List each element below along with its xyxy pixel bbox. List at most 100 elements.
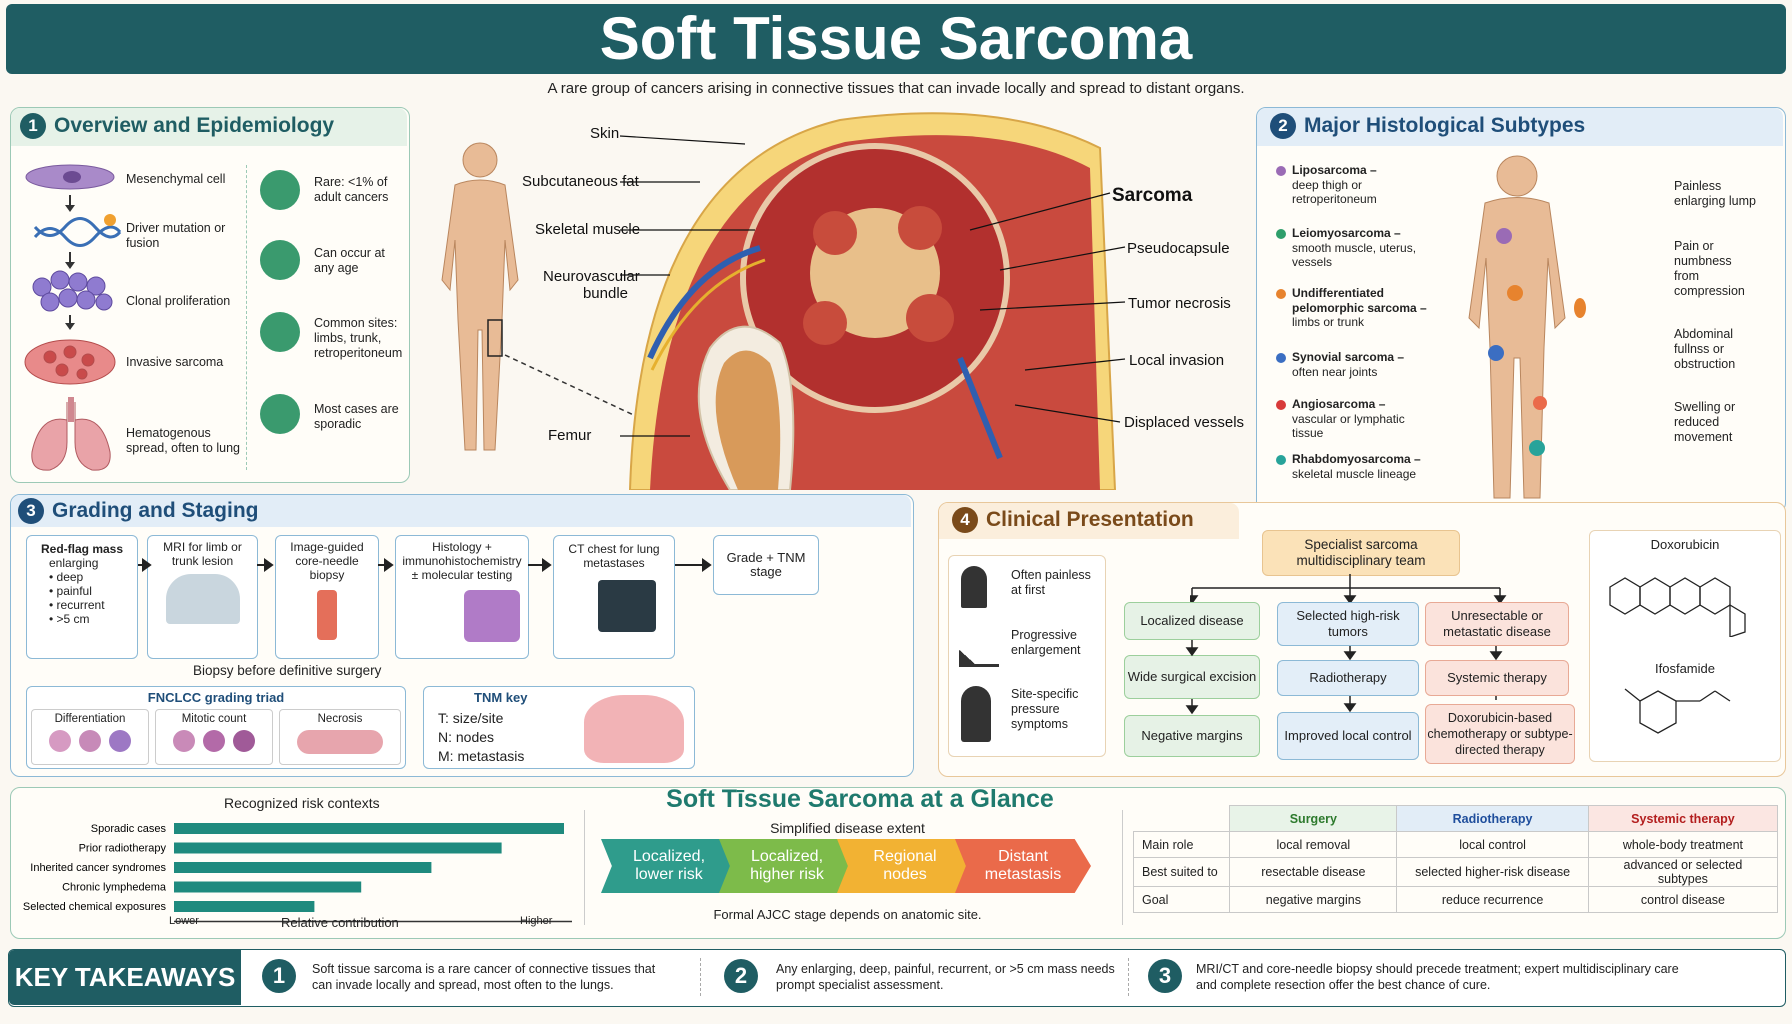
grading-title: 3 Grading and Staging xyxy=(18,498,259,524)
clinical-symptoms-box: Often painless at first Progressive enla… xyxy=(948,555,1106,757)
risk-axis-low: Lower xyxy=(169,915,199,927)
subtype-item: Undifferentiated pelomorphic sarcoma –li… xyxy=(1276,286,1436,330)
symptom-abdominal-fullness: Abdominal fullnss or obstruction xyxy=(1674,327,1736,371)
anatomy-leader-lines xyxy=(620,135,1126,437)
symptom-painless-lump: Painless enlarging lump xyxy=(1674,179,1756,208)
page-subtitle: A rare group of cancers arising in conne… xyxy=(547,80,1245,97)
subtypes-title: 2 Major Histological Subtypes xyxy=(1270,113,1585,139)
section-number: 3 xyxy=(18,498,44,524)
person-standing-icon xyxy=(961,566,987,608)
subtype-description: smooth muscle, uterus, vessels xyxy=(1292,240,1417,270)
step-mri: MRI for limb or trunk lesion xyxy=(147,535,258,659)
subtype-item: Rhabdomyosarcoma –skeletal muscle lineag… xyxy=(1276,452,1436,481)
subtype-color-dot xyxy=(1276,400,1286,410)
biopsy-needle-icon xyxy=(317,590,337,640)
subtype-name: Angiosarcoma – xyxy=(1292,397,1386,411)
redflag-item: • recurrent xyxy=(49,598,105,612)
biopsy-note: Biopsy before definitive surgery xyxy=(193,663,382,678)
wide-excision-box: Wide surgical excision xyxy=(1124,655,1260,699)
table-cell: control disease xyxy=(1587,886,1779,913)
table-corner xyxy=(1134,806,1230,832)
table-cell: negative margins xyxy=(1229,886,1398,913)
label-local-invasion: Local invasion xyxy=(1129,352,1225,369)
localized-disease-box: Localized disease xyxy=(1124,602,1260,640)
redflag-box: Red-flag mass enlarging• deep• painful• … xyxy=(26,535,138,659)
takeaway-number: 1 xyxy=(262,959,296,993)
grading-flow-arrows xyxy=(138,558,712,572)
fact-rare: Rare: <1% of adult cancers xyxy=(314,175,389,204)
step-histology: Histology + immunohistochemistry ± molec… xyxy=(395,535,529,659)
lungs-icon xyxy=(584,695,684,763)
fact-any-age: Can occur at any age xyxy=(314,246,385,275)
takeaway-text: MRI/CT and core-needle biopsy should pre… xyxy=(1196,962,1679,992)
stage-chevron: Localized, higher risk xyxy=(719,839,855,893)
step-biopsy: Image-guided core-needle biopsy xyxy=(275,535,379,659)
thigh-cross-section-illustration xyxy=(628,112,1117,490)
high-risk-tumors-box: Selected high-risk tumors xyxy=(1277,602,1419,646)
person-icon xyxy=(260,240,300,280)
systemic-therapy-box: Systemic therapy xyxy=(1425,660,1569,696)
rhabdomyosarcoma-marker xyxy=(1529,440,1545,456)
label-sarcoma: Sarcoma xyxy=(1112,185,1193,206)
people-icon xyxy=(260,170,300,210)
triad-mitotic-label: Mitotic count xyxy=(181,713,247,725)
glance-note: Formal AJCC stage depends on anatomic si… xyxy=(713,907,982,922)
section-number: 2 xyxy=(1270,113,1296,139)
table-cell: whole-body treatment xyxy=(1587,831,1779,858)
subtype-item: Liposarcoma –deep thigh or retroperitone… xyxy=(1276,163,1436,207)
table-cell: resectable disease xyxy=(1229,857,1398,887)
table-cell: local removal xyxy=(1229,831,1398,858)
subtype-color-dot xyxy=(1276,289,1286,299)
triad-differentiation: Differentiation xyxy=(31,709,149,765)
synovial-marker xyxy=(1488,345,1504,361)
dna-icon xyxy=(33,217,122,247)
subtype-item: Leiomyosarcoma –smooth muscle, uterus, v… xyxy=(1276,226,1436,270)
subtypes-header-bg xyxy=(1257,108,1783,146)
label-neurovascular-bundle: Neurovascular bundle xyxy=(543,268,640,302)
risk-bar xyxy=(174,842,502,854)
overview-title: 1 Overview and Epidemiology xyxy=(20,113,334,139)
table-row: Best suited to resectable disease select… xyxy=(1132,857,1779,887)
table-cell: local control xyxy=(1396,831,1589,858)
subtype-item: Angiosarcoma –vascular or lymphatic tiss… xyxy=(1276,397,1436,441)
table-cell: advanced or selected subtypes xyxy=(1587,857,1779,887)
drug-structures-box: Doxorubicin Ifosfamide xyxy=(1589,530,1781,762)
symptom-swelling: Swelling or reduced movement xyxy=(1674,400,1736,444)
symptom-pain-numbness: Pain or numbness from compression xyxy=(1674,239,1745,298)
risk-bar xyxy=(174,901,315,912)
table-row: Goal negative margins reduce recurrence … xyxy=(1132,886,1779,913)
label-displaced-vessels: Displaced vessels xyxy=(1124,414,1245,431)
table-header-radiotherapy: Radiotherapy xyxy=(1396,805,1589,832)
ifosfamide-structure-icon xyxy=(1624,688,1731,734)
triad-panel: FNCLCC grading triad Differentiation Mit… xyxy=(26,686,406,769)
overview-header-bg xyxy=(11,108,407,146)
growth-chart-icon xyxy=(959,628,999,667)
glance-subtitle: Simplified disease extent xyxy=(770,820,925,836)
table-row-label: Main role xyxy=(1132,831,1231,858)
pathway-step-2: Driver mutation or fusion xyxy=(126,221,226,250)
section-number: 4 xyxy=(952,507,978,533)
clinical-symptom-3: Site-specific pressure symptoms xyxy=(1011,687,1079,731)
lungs-icon xyxy=(31,397,111,471)
risk-category-label: Chronic lymphedema xyxy=(62,882,167,894)
label-skin: Skin xyxy=(590,125,620,142)
takeaway-divider xyxy=(700,958,701,996)
redflag-item: • painful xyxy=(49,584,92,598)
table-header-row: Surgery Radiotherapy Systemic therapy xyxy=(1134,805,1779,832)
body-subtype-illustration xyxy=(1468,155,1586,499)
triad-necrosis: Necrosis xyxy=(279,709,401,765)
takeaway-text: Soft tissue sarcoma is a rare cancer of … xyxy=(312,962,656,992)
step-biopsy-label: Image-guided core-needle biopsy xyxy=(290,540,364,582)
table-cell: reduce recurrence xyxy=(1396,886,1589,913)
angiosarcoma-marker xyxy=(1533,396,1547,410)
pathway-step-3: Clonal proliferation xyxy=(126,294,231,308)
body-sites-icon xyxy=(260,312,300,352)
risk-category-label: Selected chemical exposures xyxy=(23,901,167,913)
overview-title-text: Overview and Epidemiology xyxy=(54,114,335,137)
subtype-description: skeletal muscle lineage xyxy=(1292,466,1417,481)
mdt-branch-lines xyxy=(1190,574,1507,605)
